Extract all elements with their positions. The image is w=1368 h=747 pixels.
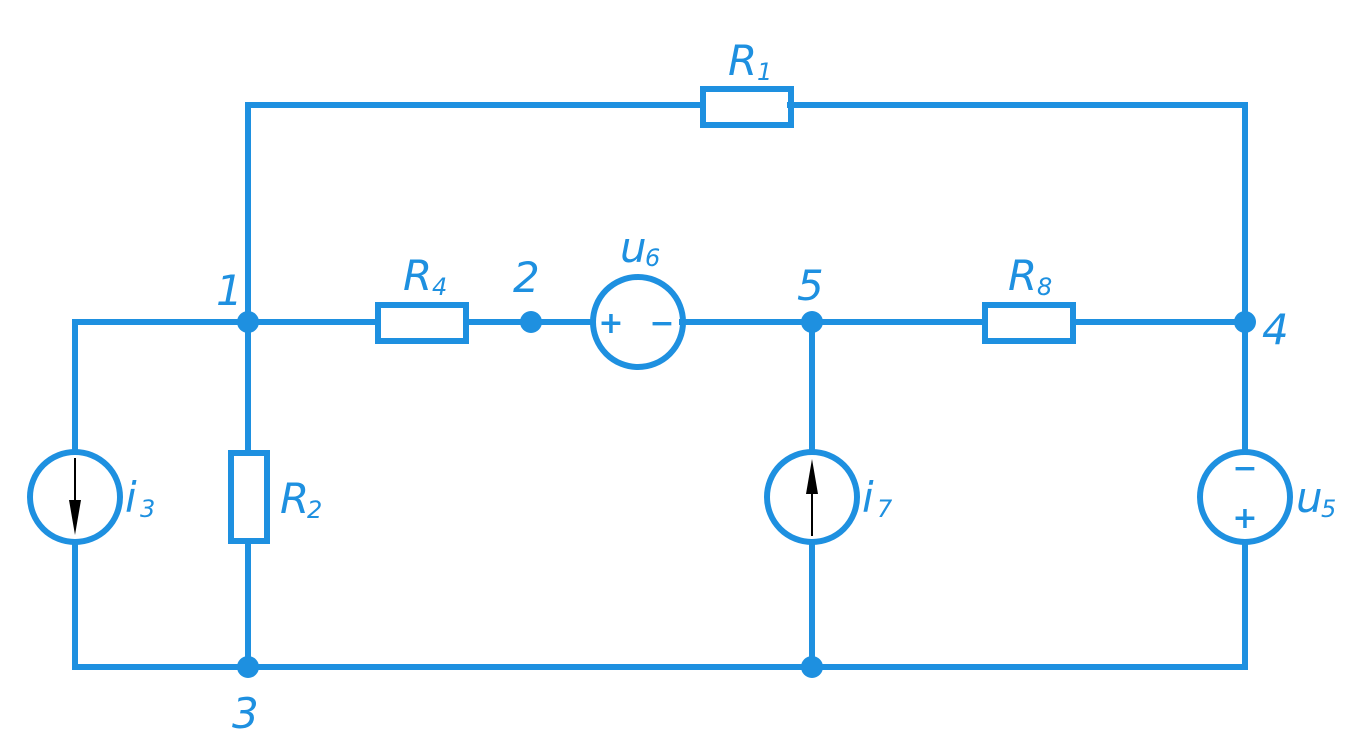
current-source-i3-index: 3 (140, 495, 155, 523)
voltage-source-u5: − + u 5 (1197, 449, 1336, 545)
node-5-dot (801, 311, 823, 333)
resistor-r2-body (228, 450, 270, 544)
resistor-r1-letter: R (728, 36, 757, 85)
bottom-junction-dot (801, 656, 823, 678)
resistor-r8-letter: R (1008, 251, 1037, 300)
current-source-i3: i 3 (27, 449, 155, 545)
node-1-label: 1 (216, 266, 243, 315)
current-source-i7-letter: i (862, 473, 874, 522)
current-source-i7-arrow-head (806, 459, 818, 494)
resistor-r2-letter: R (280, 474, 309, 523)
node-labels: 1 2 3 4 5 (216, 253, 1289, 738)
resistor-r1: R 1 (700, 36, 794, 128)
resistor-r2-index: 2 (307, 496, 322, 524)
node-3-dot (237, 656, 259, 678)
node-1-dot (237, 311, 259, 333)
resistor-r4: R 4 (375, 251, 469, 344)
voltage-source-u6-letter: u (620, 223, 647, 272)
resistor-r8-body (982, 302, 1076, 344)
voltage-source-u6-plus: + (598, 306, 623, 341)
resistor-r2: R 2 (228, 450, 322, 544)
voltage-source-u5-circle (1197, 449, 1293, 545)
resistor-r8-index: 8 (1037, 273, 1052, 301)
resistor-r4-body (375, 302, 469, 344)
current-source-i7-index: 7 (877, 495, 893, 523)
voltage-source-u6-index: 6 (645, 244, 660, 272)
current-source-i7: i 7 (764, 449, 893, 545)
node-2-dot (520, 311, 542, 333)
wire-top-loop (245, 102, 1248, 325)
wires (72, 102, 1248, 670)
voltage-source-u5-minus: − (1232, 451, 1257, 486)
resistor-r8: R 8 (982, 251, 1076, 344)
node-4-label: 4 (1262, 305, 1289, 354)
voltage-source-u5-index: 5 (1321, 495, 1336, 523)
resistor-r4-index: 4 (432, 273, 447, 301)
current-source-i7-circle (764, 449, 860, 545)
resistor-r1-index: 1 (757, 58, 772, 86)
resistor-r4-letter: R (403, 251, 432, 300)
current-source-i3-arrow-head (69, 500, 81, 535)
voltage-source-u5-plus: + (1232, 501, 1257, 536)
voltage-source-u6: + − u 6 (590, 223, 686, 370)
voltage-source-u5-letter: u (1296, 473, 1323, 522)
node-3-label: 3 (232, 689, 259, 738)
node-2-label: 2 (513, 253, 540, 302)
node-5-label: 5 (797, 261, 824, 310)
wire-i3-branch (72, 319, 251, 670)
current-source-i3-letter: i (125, 473, 137, 522)
resistor-r1-body (700, 86, 794, 128)
node-4-dot (1234, 311, 1256, 333)
current-source-i3-circle (27, 449, 123, 545)
voltage-source-u6-minus: − (649, 306, 674, 341)
voltage-source-u6-circle (590, 274, 686, 370)
junctions (237, 311, 1256, 678)
